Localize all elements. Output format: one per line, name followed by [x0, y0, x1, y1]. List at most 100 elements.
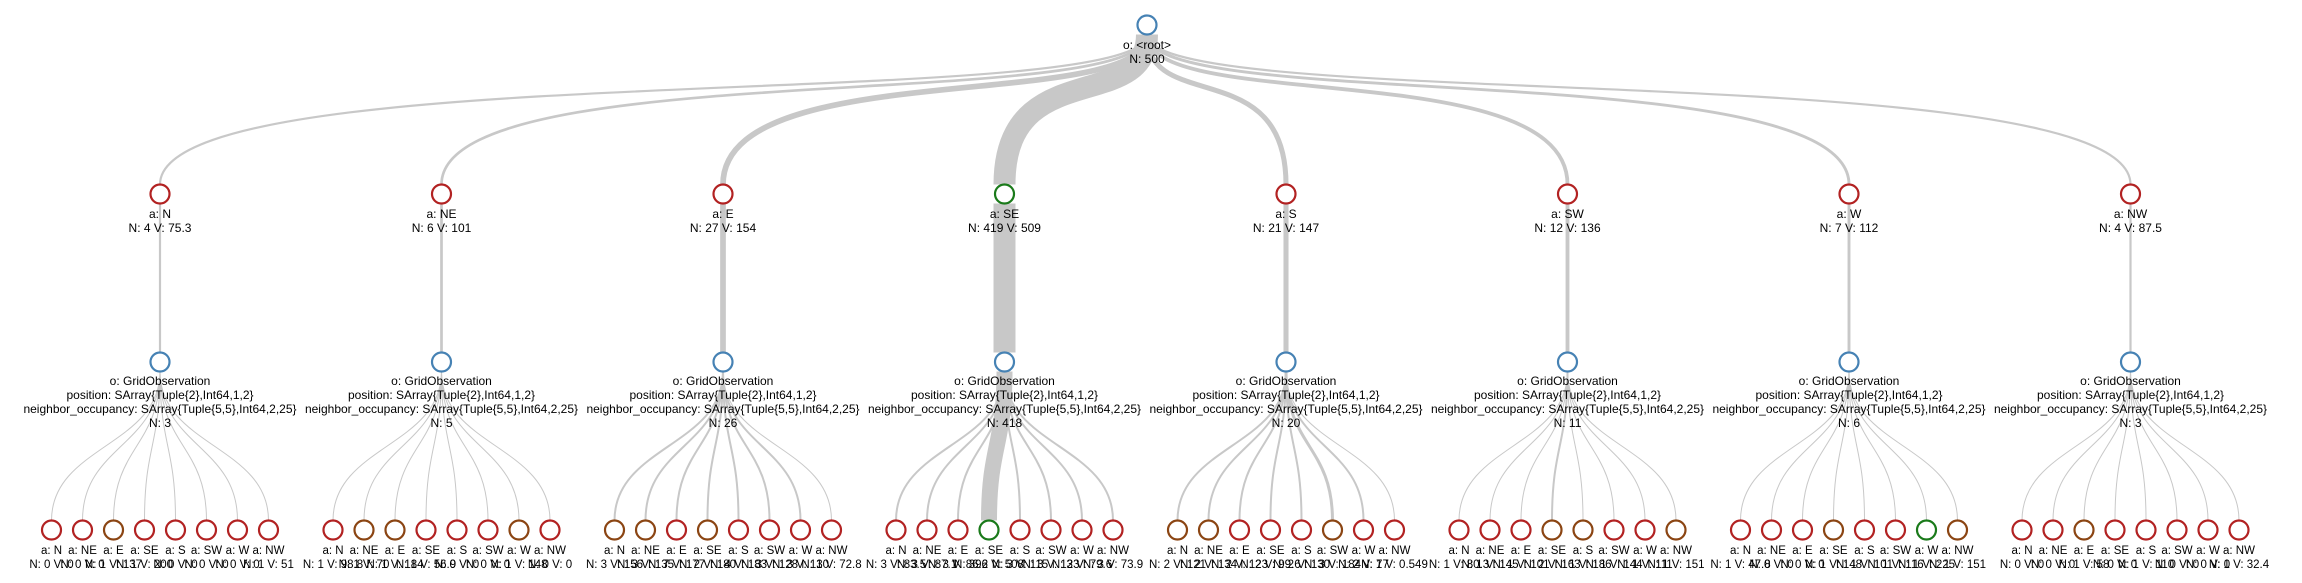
leaf-action-label: a: SW [1317, 545, 1348, 557]
leaf-action-node[interactable] [1383, 519, 1406, 541]
leaf-action-node[interactable] [1603, 519, 1625, 541]
leaf-action-node[interactable] [2073, 519, 2095, 541]
leaf-action-node[interactable] [1102, 519, 1124, 541]
action-node[interactable] [1275, 183, 1297, 205]
observation-node[interactable] [2119, 351, 2142, 373]
leaf-action-node[interactable] [2166, 519, 2188, 541]
leaf-action-stats: N: 1 V: 137 [85, 559, 142, 571]
leaf-action-node[interactable] [2197, 519, 2219, 541]
leaf-action-node[interactable] [978, 519, 1000, 541]
leaf-action-node[interactable] [1541, 519, 1563, 541]
leaf-action-node[interactable] [1510, 519, 1532, 541]
leaf-action-node[interactable] [947, 519, 969, 541]
leaf-action-node[interactable] [1946, 519, 1969, 541]
leaf-action-node[interactable] [133, 519, 156, 541]
root-node[interactable] [1136, 14, 1158, 36]
leaf-action-node[interactable] [2135, 519, 2157, 541]
leaf-action-node[interactable] [1572, 519, 1594, 541]
leaf-action-node[interactable] [384, 519, 406, 541]
leaf-action-node[interactable] [885, 519, 907, 541]
leaf-action-node[interactable] [1448, 519, 1470, 541]
leaf-action-node[interactable] [2011, 519, 2033, 541]
leaf-action-node[interactable] [665, 519, 688, 541]
leaf-action-node[interactable] [415, 519, 437, 541]
action-node[interactable] [1556, 183, 1579, 205]
leaf-action-stats: N: 2 V: 123 [1211, 559, 1268, 571]
observation-node[interactable] [1275, 351, 1297, 373]
observation-node[interactable] [1838, 351, 1860, 373]
leaf-action-node[interactable] [1729, 519, 1752, 541]
leaf-action-stats: N: 0 V: 0 [2155, 559, 2199, 571]
leaf-action-label: a: N [2011, 545, 2032, 557]
leaf-action-node[interactable] [916, 519, 938, 541]
leaf-action-node[interactable] [1071, 519, 1093, 541]
leaf-action-node[interactable] [71, 519, 94, 541]
action-node[interactable] [993, 183, 1016, 205]
leaf-action-node[interactable] [446, 519, 468, 541]
leaf-action-node[interactable] [1822, 519, 1845, 541]
leaf-action-node[interactable] [696, 519, 719, 541]
action-node[interactable] [430, 183, 453, 205]
leaf-action-node[interactable] [102, 519, 125, 541]
leaf-action-node[interactable] [727, 519, 750, 541]
action-node[interactable] [712, 183, 734, 205]
leaf-action-node[interactable] [603, 519, 626, 541]
leaf-action-node[interactable] [195, 519, 218, 541]
action-node[interactable] [1838, 183, 1860, 205]
observation-stats: N: 3 [2119, 416, 2141, 430]
observation-to-leaf-edge [2052, 371, 2131, 521]
leaf-action-node[interactable] [1040, 519, 1062, 541]
leaf-action-node[interactable] [789, 519, 812, 541]
leaf-action-node[interactable] [1634, 519, 1656, 541]
leaf-action-node[interactable] [1884, 519, 1907, 541]
observation-node[interactable] [993, 351, 1016, 373]
leaf-action-node[interactable] [1166, 519, 1189, 541]
observation-node[interactable] [1556, 351, 1579, 373]
leaf-action-node[interactable] [164, 519, 187, 541]
leaf-action-label: a: NW [534, 545, 566, 557]
leaf-action-node[interactable] [477, 519, 499, 541]
leaf-action-node[interactable] [40, 519, 63, 541]
action-node[interactable] [149, 183, 171, 205]
leaf-action-node[interactable] [1760, 519, 1783, 541]
action-node[interactable] [2119, 183, 2142, 205]
leaf-action-node[interactable] [1321, 519, 1344, 541]
leaf-action-node[interactable] [322, 519, 344, 541]
leaf-action-label: a: NE [350, 545, 379, 557]
leaf-action-node[interactable] [758, 519, 781, 541]
observation-to-leaf-edge [113, 371, 161, 521]
leaf-action-node[interactable] [1853, 519, 1876, 541]
leaf-action-node[interactable] [1479, 519, 1501, 541]
observation-node[interactable] [149, 351, 171, 373]
leaf-action-node[interactable] [2228, 519, 2250, 541]
leaf-action-node[interactable] [1290, 519, 1313, 541]
leaf-action-node[interactable] [226, 519, 249, 541]
observation-to-leaf-edge [441, 371, 551, 521]
leaf-action-node[interactable] [1791, 519, 1814, 541]
observation-to-leaf-edge [441, 371, 489, 521]
observation-node[interactable] [430, 351, 453, 373]
root-to-action-edge [1145, 34, 1570, 185]
observation-to-leaf-edge [332, 371, 442, 521]
leaf-action-node[interactable] [1228, 519, 1251, 541]
leaf-action-node[interactable] [1197, 519, 1220, 541]
leaf-action-node[interactable] [2104, 519, 2126, 541]
leaf-action-node[interactable] [634, 519, 657, 541]
leaf-action-node[interactable] [820, 519, 843, 541]
leaf-action-node[interactable] [508, 519, 530, 541]
leaf-action-node[interactable] [257, 519, 280, 541]
observation-stats: N: 3 [149, 416, 171, 430]
observation-neighbor-occupancy: neighbor_occupancy: SArray{Tuple{5,5},In… [868, 402, 1141, 416]
leaf-action-node[interactable] [2042, 519, 2064, 541]
leaf-action-node[interactable] [1915, 519, 1938, 541]
leaf-action-label: a: E [948, 545, 969, 557]
leaf-action-label: a: SE [130, 545, 158, 557]
leaf-action-node[interactable] [353, 519, 375, 541]
action-stats: N: 21 V: 147 [1253, 221, 1320, 235]
observation-node[interactable] [712, 351, 734, 373]
leaf-action-node[interactable] [1352, 519, 1375, 541]
leaf-action-node[interactable] [1665, 519, 1687, 541]
leaf-action-node[interactable] [539, 519, 561, 541]
leaf-action-node[interactable] [1259, 519, 1282, 541]
leaf-action-node[interactable] [1009, 519, 1031, 541]
